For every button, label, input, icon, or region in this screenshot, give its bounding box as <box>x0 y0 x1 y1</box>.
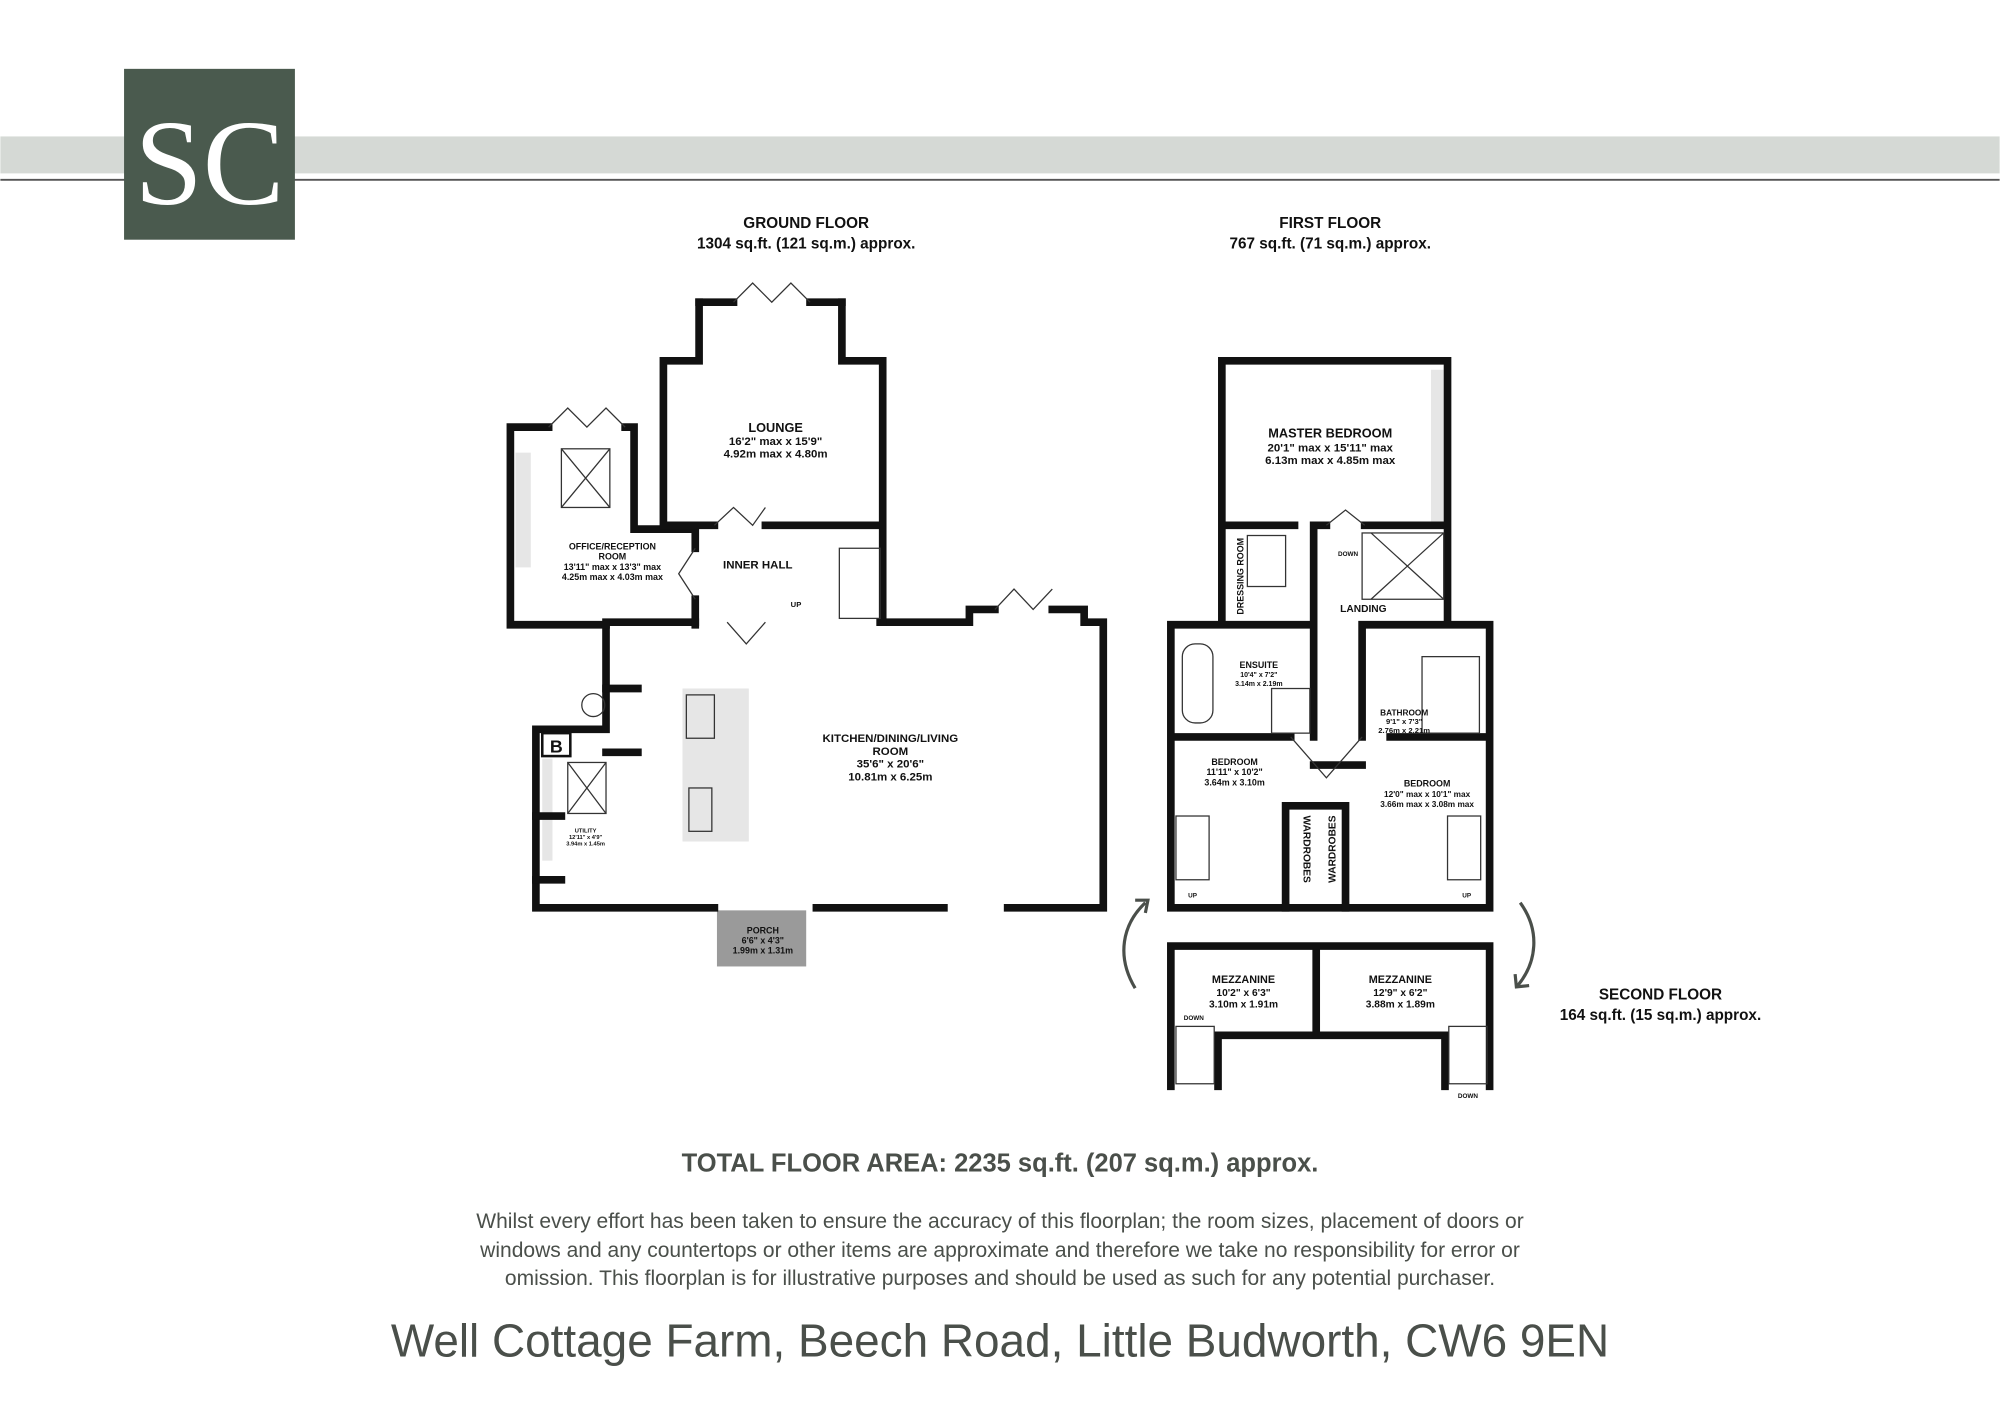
kitchen-island <box>682 688 749 842</box>
kitchen-name: KITCHEN/DINING/LIVING <box>822 733 958 745</box>
second-floor-plan: DOWN DOWN <box>1167 942 1494 1100</box>
mezz1-stairs-down: DOWN <box>1184 1015 1205 1022</box>
office-name-2: ROOM <box>599 552 627 562</box>
bedroom1-metric: 3.64m x 3.10m <box>1204 777 1264 787</box>
landing-name: LANDING <box>1340 604 1386 615</box>
ensuite-metric: 3.14m x 2.19m <box>1235 681 1282 688</box>
office-imperial: 13'11" max x 13'3" max <box>564 562 661 572</box>
porch-metric: 1.99m x 1.31m <box>733 946 793 956</box>
disclaimer-line-3: omission. This floorplan is for illustra… <box>505 1267 1495 1290</box>
lounge-metric: 4.92m max x 4.80m <box>724 449 828 461</box>
boiler-icon <box>581 692 606 718</box>
bathroom-imperial: 9'1" x 7'3" <box>1386 717 1423 726</box>
bedroom2-metric: 3.66m max x 3.08m max <box>1380 800 1474 809</box>
ground-floor-title: GROUND FLOOR <box>743 215 869 232</box>
second-floor-title: SECOND FLOOR <box>1599 987 1722 1004</box>
wardrobes-label-2: WARDROBES <box>1327 815 1338 883</box>
utility-name: UTILITY <box>575 829 597 835</box>
office-metric: 4.25m max x 4.03m max <box>562 572 663 582</box>
porch-name: PORCH <box>747 925 779 935</box>
ensuite-imperial: 10'4" x 7'2" <box>1240 672 1277 679</box>
landing-stairs-down: DOWN <box>1338 551 1359 558</box>
arrow-up-icon <box>1122 901 1147 989</box>
dressing-room-name: DRESSING ROOM <box>1236 538 1246 615</box>
inner-hall-name: INNER HALL <box>723 560 792 572</box>
office-name: OFFICE/RECEPTION <box>569 542 656 552</box>
property-address: Well Cottage Farm, Beech Road, Little Bu… <box>391 1315 1609 1367</box>
kitchen-metric: 10.81m x 6.25m <box>848 771 932 783</box>
arrow-down-icon <box>1516 901 1536 987</box>
bedroom2-imperial: 12'0" max x 10'1" max <box>1384 790 1471 799</box>
ground-stairs-up: UP <box>791 600 802 609</box>
kitchen-imperial: 35'6" x 20'6" <box>857 759 924 771</box>
second-floor-area: 164 sq.ft. (15 sq.m.) approx. <box>1560 1007 1761 1024</box>
bathroom-metric: 2.76m x 2.21m <box>1378 726 1430 735</box>
bedroom-stairs-up: UP <box>1188 893 1198 900</box>
disclaimer-line-2: windows and any countertops or other ite… <box>479 1239 1520 1262</box>
bedroom2-name: BEDROOM <box>1404 779 1451 789</box>
wardrobes-label-1: WARDROBES <box>1300 815 1311 883</box>
master-metric: 6.13m max x 4.85m max <box>1265 455 1396 467</box>
bathtub-icon <box>1181 643 1214 724</box>
mezz2-imperial: 12'9" x 6'2" <box>1373 988 1427 999</box>
mezz1-metric: 3.10m x 1.91m <box>1209 999 1278 1010</box>
master-name: MASTER BEDROOM <box>1268 425 1392 440</box>
mezz1-imperial: 10'2" x 6'3" <box>1216 988 1270 999</box>
first-floor-plan: UP UP DOWN <box>1167 357 1494 912</box>
disclaimer-line-1: Whilst every effort has been taken to en… <box>476 1210 1523 1233</box>
mezz2-metric: 3.88m x 1.89m <box>1366 999 1435 1010</box>
bathroom-name: BATHROOM <box>1380 708 1428 717</box>
mezz2-stairs-down: DOWN <box>1458 1093 1479 1100</box>
lounge-imperial: 16'2" max x 15'9" <box>729 436 823 448</box>
first-floor-title: FIRST FLOOR <box>1279 215 1381 232</box>
utility-metric: 3.94m x 1.45m <box>566 841 605 847</box>
ground-floor-area: 1304 sq.ft. (121 sq.m.) approx. <box>697 236 915 253</box>
kitchen-name-2: ROOM <box>873 746 909 758</box>
master-imperial: 20'1" max x 15'11" max <box>1268 442 1394 454</box>
total-floor-area: TOTAL FLOOR AREA: 2235 sq.ft. (207 sq.m.… <box>682 1150 1319 1178</box>
bedroom2-stairs-up: UP <box>1462 893 1472 900</box>
boiler-label: B <box>550 736 563 756</box>
header-band <box>0 136 2000 174</box>
bedroom1-name: BEDROOM <box>1211 757 1258 767</box>
porch-imperial: 6'6" x 4'3" <box>742 936 784 946</box>
svg-text:SC: SC <box>135 96 285 231</box>
lounge-name: LOUNGE <box>748 420 803 435</box>
porch-area <box>716 910 807 967</box>
mezz1-name: MEZZANINE <box>1212 974 1275 986</box>
bedroom1-imperial: 11'11" x 10'2" <box>1206 767 1262 777</box>
mezz2-name: MEZZANINE <box>1369 974 1432 986</box>
utility-imperial: 12'11" x 4'9" <box>569 835 603 841</box>
ground-floor-plan: B UP <box>506 282 1108 967</box>
logo: SC <box>124 68 295 240</box>
ensuite-name: ENSUITE <box>1240 660 1279 670</box>
first-floor-area: 767 sq.ft. (71 sq.m.) approx. <box>1229 236 1430 253</box>
